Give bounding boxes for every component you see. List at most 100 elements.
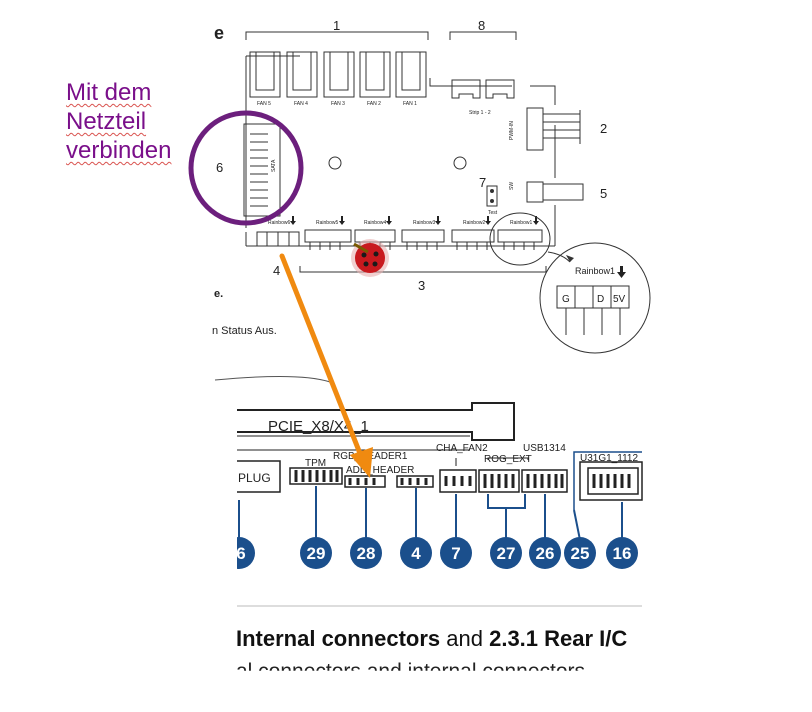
add-header <box>344 475 386 488</box>
rog-ext-header <box>478 457 529 493</box>
zoom-pin: D <box>597 294 604 305</box>
plug-label: PLUG <box>238 471 271 485</box>
add-header-label: ADD_HEADER <box>346 465 414 476</box>
fan-label: FAN 3 <box>331 101 345 107</box>
strip-connectors <box>451 79 515 99</box>
leader-lines <box>238 486 623 541</box>
pcie-slot <box>237 402 515 441</box>
callout-2: 2 <box>600 121 607 136</box>
u31g1-bracket <box>573 451 642 510</box>
u31g1-label: U31G1_1112 <box>580 453 638 464</box>
badge-number: 27 <box>497 544 516 563</box>
section-subtext: al connectors and internal connectors <box>236 660 586 683</box>
plug-box <box>237 460 281 493</box>
fan-label: FAN 2 <box>367 101 381 107</box>
badge <box>350 537 382 569</box>
badge <box>440 537 472 569</box>
badge-number: 7 <box>451 544 460 563</box>
badge <box>606 537 638 569</box>
rog-ext-label: ROG_EXT <box>484 454 532 465</box>
callout-3: 3 <box>418 278 425 293</box>
badge <box>564 537 596 569</box>
bracket-8 <box>449 31 517 40</box>
callout-6: 6 <box>216 160 223 175</box>
rainbow-label: Rainbow6 <box>268 220 290 226</box>
annotation-note: Mit dem Netzteil verbinden <box>66 78 171 165</box>
callout-5: 5 <box>600 186 607 201</box>
tpm-header <box>289 467 343 485</box>
rainbow-headers <box>256 229 543 250</box>
pwm-in-connector <box>526 107 581 151</box>
badge-number: 16 <box>613 544 632 563</box>
pwm-in-label: PWM-IN <box>509 121 515 140</box>
callout-8: 8 <box>478 18 485 33</box>
sw-label: SW <box>509 182 515 190</box>
section-heading: Internal connectors and 2.3.1 Rear I/C <box>236 626 627 652</box>
callout-4: 4 <box>273 263 280 278</box>
callout-1: 1 <box>333 18 340 33</box>
heading-mid: and <box>440 626 490 651</box>
badge <box>237 537 255 569</box>
tpm-label: TPM <box>305 458 326 469</box>
side-text: n Status Aus. <box>212 325 277 337</box>
u31g1-header <box>579 461 643 501</box>
fan-connectors <box>249 51 427 98</box>
rainbow1-highlight <box>489 212 551 266</box>
heading-bold: 2.3.1 Rear I/C <box>489 626 628 651</box>
badge-number: 28 <box>357 544 376 563</box>
ladybug-icon <box>351 239 389 277</box>
badge <box>300 537 332 569</box>
heading-bold: Internal connectors <box>236 626 441 651</box>
sw-connector <box>526 181 584 203</box>
sata-connector <box>243 123 281 217</box>
down-arrows <box>290 216 539 225</box>
board-outline <box>245 55 555 247</box>
rainbow-label: Rainbow2 <box>463 220 485 226</box>
slot-label: PCIE_X8/X4_1 <box>268 418 369 435</box>
badge <box>400 537 432 569</box>
badges: 6 29 28 4 7 27 26 25 16 <box>236 537 638 569</box>
zoom-title: Rainbow1 <box>575 266 615 276</box>
orange-arrow <box>279 253 373 478</box>
usb1314-label: USB1314 <box>523 443 566 454</box>
bracket-1 <box>245 31 429 40</box>
zoom-pin: G <box>562 294 570 305</box>
mounting-hole <box>453 156 467 170</box>
cha-fan-header <box>439 458 477 493</box>
test-label: Test <box>488 210 498 216</box>
annotation-circle <box>188 110 304 226</box>
badge-number: 6 <box>236 544 245 563</box>
controller-diagram <box>243 31 651 354</box>
note-line: verbinden <box>66 137 172 164</box>
header-letter: e <box>214 23 224 43</box>
cha-fan-label: CHA_FAN2 <box>436 443 488 454</box>
rainbow1-zoom <box>539 242 651 354</box>
rainbow-label: Rainbow5 <box>316 220 338 226</box>
strip-label: Strip 1 - 2 <box>469 110 491 116</box>
scribble-line <box>214 375 331 383</box>
rainbow-label: Rainbow3 <box>413 220 435 226</box>
badge-number: 25 <box>571 544 590 563</box>
usb1314-header <box>521 469 568 493</box>
badge-number: 4 <box>411 544 421 563</box>
rainbow-label: Rainbow1 <box>510 220 532 226</box>
badge <box>529 537 561 569</box>
side-text: e. <box>214 288 223 300</box>
note-line: Netzteil <box>66 108 147 135</box>
rgb-header <box>396 475 434 488</box>
note-line: Mit dem <box>66 79 152 106</box>
sata-label: SATA <box>271 159 277 172</box>
fan-label: FAN 4 <box>294 101 308 107</box>
bracket-3 <box>299 266 547 273</box>
test-jumper <box>486 185 498 207</box>
badge-number: 26 <box>536 544 555 563</box>
callout-7: 7 <box>479 175 486 190</box>
zoom-pin: 5V <box>613 294 626 305</box>
mounting-hole <box>328 156 342 170</box>
badge-number: 29 <box>307 544 326 563</box>
badge <box>490 537 522 569</box>
motherboard-diagram <box>214 375 643 541</box>
fan-label: FAN 1 <box>403 101 417 107</box>
rainbow-label: Rainbow4 <box>364 220 386 226</box>
